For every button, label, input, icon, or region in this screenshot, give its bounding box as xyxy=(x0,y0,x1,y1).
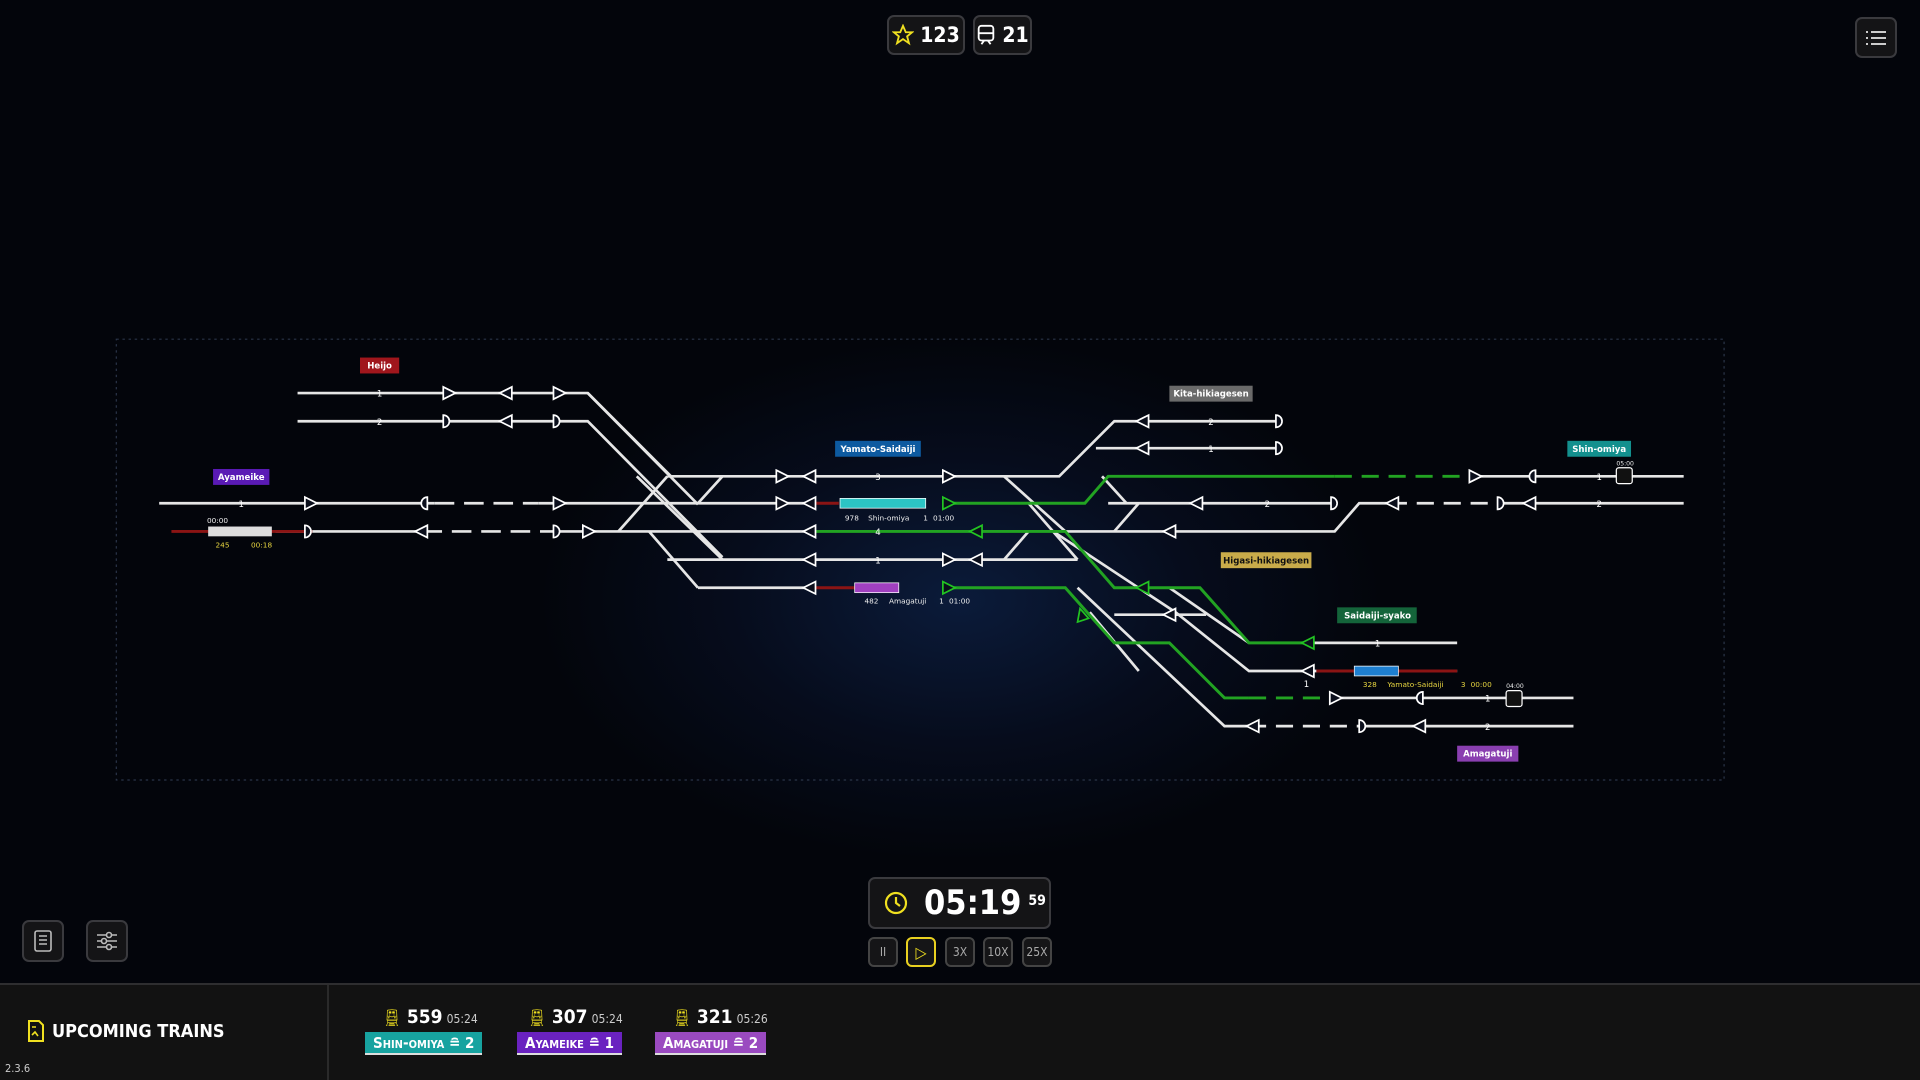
svg-text:1: 1 xyxy=(1304,680,1309,690)
svg-text:1: 1 xyxy=(1596,473,1601,483)
svg-text:1: 1 xyxy=(1485,695,1490,705)
train-cars[interactable] xyxy=(208,467,1633,708)
svg-text:245: 245 xyxy=(216,540,230,549)
svg-text:1: 1 xyxy=(377,390,382,400)
book-icon xyxy=(34,930,52,952)
clock-seconds: 59 xyxy=(1028,893,1046,909)
svg-text:01:00: 01:00 xyxy=(949,597,970,606)
station-labels: Heijo Ayameike Yamato-Saidaiji Kita-hiki… xyxy=(213,357,1632,762)
upcoming-station-badge: Ayameike ≘ 1 xyxy=(517,1032,623,1055)
background xyxy=(0,0,1920,983)
game-clock: 05:19 59 xyxy=(868,877,1051,929)
svg-text:978: 978 xyxy=(845,513,859,522)
tracks xyxy=(159,391,1684,728)
score-value: 123 xyxy=(920,23,960,47)
active-routes xyxy=(808,474,1470,700)
svg-text:00:00: 00:00 xyxy=(1471,680,1492,689)
play-button[interactable]: ▷ xyxy=(906,937,936,967)
list-icon xyxy=(1866,30,1886,45)
stop-amagatuji-icon xyxy=(1505,690,1523,708)
train-245 xyxy=(208,526,272,537)
svg-text:2: 2 xyxy=(1265,500,1270,510)
svg-text:1: 1 xyxy=(238,500,243,510)
track-heijo-1 xyxy=(297,391,672,478)
svg-text:00:00: 00:00 xyxy=(207,516,228,525)
station-saidaiji-syako: Saidaiji-syako xyxy=(1344,611,1411,621)
track-station-1 xyxy=(667,419,1280,478)
station-yamato-saidaiji: Yamato-Saidaiji xyxy=(839,445,915,455)
upcoming-station-badge: Amagatuji ≘ 2 xyxy=(655,1032,767,1055)
sliders-icon xyxy=(97,931,117,951)
map-border xyxy=(115,338,1725,781)
svg-text:1: 1 xyxy=(1375,640,1380,650)
train-icon: 🚆︎ xyxy=(527,1008,548,1027)
svg-text:00:18: 00:18 xyxy=(251,540,272,549)
station-ayameike: Ayameike xyxy=(218,473,265,483)
speed-25x-button[interactable]: 25X xyxy=(1022,937,1052,967)
track-heijo-2 xyxy=(297,419,724,559)
svg-text:04:00: 04:00 xyxy=(1506,683,1524,690)
svg-text:2: 2 xyxy=(1596,500,1601,510)
speed-3x-button[interactable]: 3X xyxy=(945,937,975,967)
clock-time: 05:19 xyxy=(924,883,1022,923)
svg-text:2: 2 xyxy=(377,418,382,428)
menu-button[interactable] xyxy=(1855,17,1897,58)
svg-text:2: 2 xyxy=(1485,723,1490,733)
station-shin-omiya: Shin-omiya xyxy=(1572,445,1626,455)
svg-text:05:00: 05:00 xyxy=(1616,460,1634,467)
train-info: 00:00 245 00:18 978 Shin-omiya 1 01:00 482 Am… xyxy=(207,460,1634,690)
svg-text:4: 4 xyxy=(875,528,880,538)
svg-text:01:00: 01:00 xyxy=(933,513,954,522)
signals[interactable] xyxy=(304,385,1537,734)
star-icon xyxy=(892,24,915,46)
svg-text:1: 1 xyxy=(939,597,944,606)
svg-text:Amagatuji: Amagatuji xyxy=(889,597,926,606)
station-amagatuji: Amagatuji xyxy=(1463,750,1512,760)
stop-shin-icon xyxy=(1615,467,1633,485)
train-icon: 🚆︎ xyxy=(382,1008,403,1027)
svg-text:1: 1 xyxy=(923,513,928,522)
svg-text:2: 2 xyxy=(1208,418,1213,428)
green-signals[interactable] xyxy=(942,495,1315,651)
train-icon: 🚆︎ xyxy=(672,1008,693,1027)
settings-button[interactable] xyxy=(86,920,128,962)
svg-text:328: 328 xyxy=(1363,680,1377,689)
upcoming-station-badge: Shin-omiya ≘ 2 xyxy=(365,1032,483,1055)
upcoming-title: UPCOMING TRAINS xyxy=(28,1020,225,1042)
track-amagatuji-2 xyxy=(1076,586,1574,728)
train-328 xyxy=(1353,665,1399,677)
document-icon xyxy=(28,1020,44,1042)
svg-text:1: 1 xyxy=(1208,445,1213,455)
station-kita-hikiagesen: Kita-hikiagesen xyxy=(1173,390,1248,400)
track-shin-2 xyxy=(1065,501,1684,533)
svg-text:3: 3 xyxy=(875,473,880,483)
upcoming-trains-bar xyxy=(0,983,1920,1080)
train-count-value: 21 xyxy=(1002,23,1029,47)
manual-button[interactable] xyxy=(22,920,64,962)
svg-text:Shin-omiya: Shin-omiya xyxy=(868,513,909,522)
pause-button[interactable]: II xyxy=(868,937,898,967)
svg-text:1: 1 xyxy=(875,556,880,566)
version-label: 2.3.6 xyxy=(5,1062,31,1075)
track-numbers: 1 2 1 2 1 3 4 1 2 1 2 1 1 2 1 xyxy=(238,390,1601,733)
station-heijo: Heijo xyxy=(367,362,392,372)
train-icon xyxy=(978,24,995,45)
station-higasi-hikiagesen: Higasi-hikiagesen xyxy=(1223,556,1309,566)
svg-text:482: 482 xyxy=(864,597,878,606)
svg-text:Yamato-Saidaiji: Yamato-Saidaiji xyxy=(1386,680,1443,689)
score-counter: 123 xyxy=(887,15,965,55)
svg-text:3: 3 xyxy=(1461,680,1466,689)
train-482 xyxy=(854,582,900,594)
train-978 xyxy=(839,498,927,509)
clock-icon xyxy=(884,891,908,915)
divider xyxy=(327,985,329,1080)
train-counter: 21 xyxy=(973,15,1032,55)
speed-10x-button[interactable]: 10X xyxy=(983,937,1013,967)
